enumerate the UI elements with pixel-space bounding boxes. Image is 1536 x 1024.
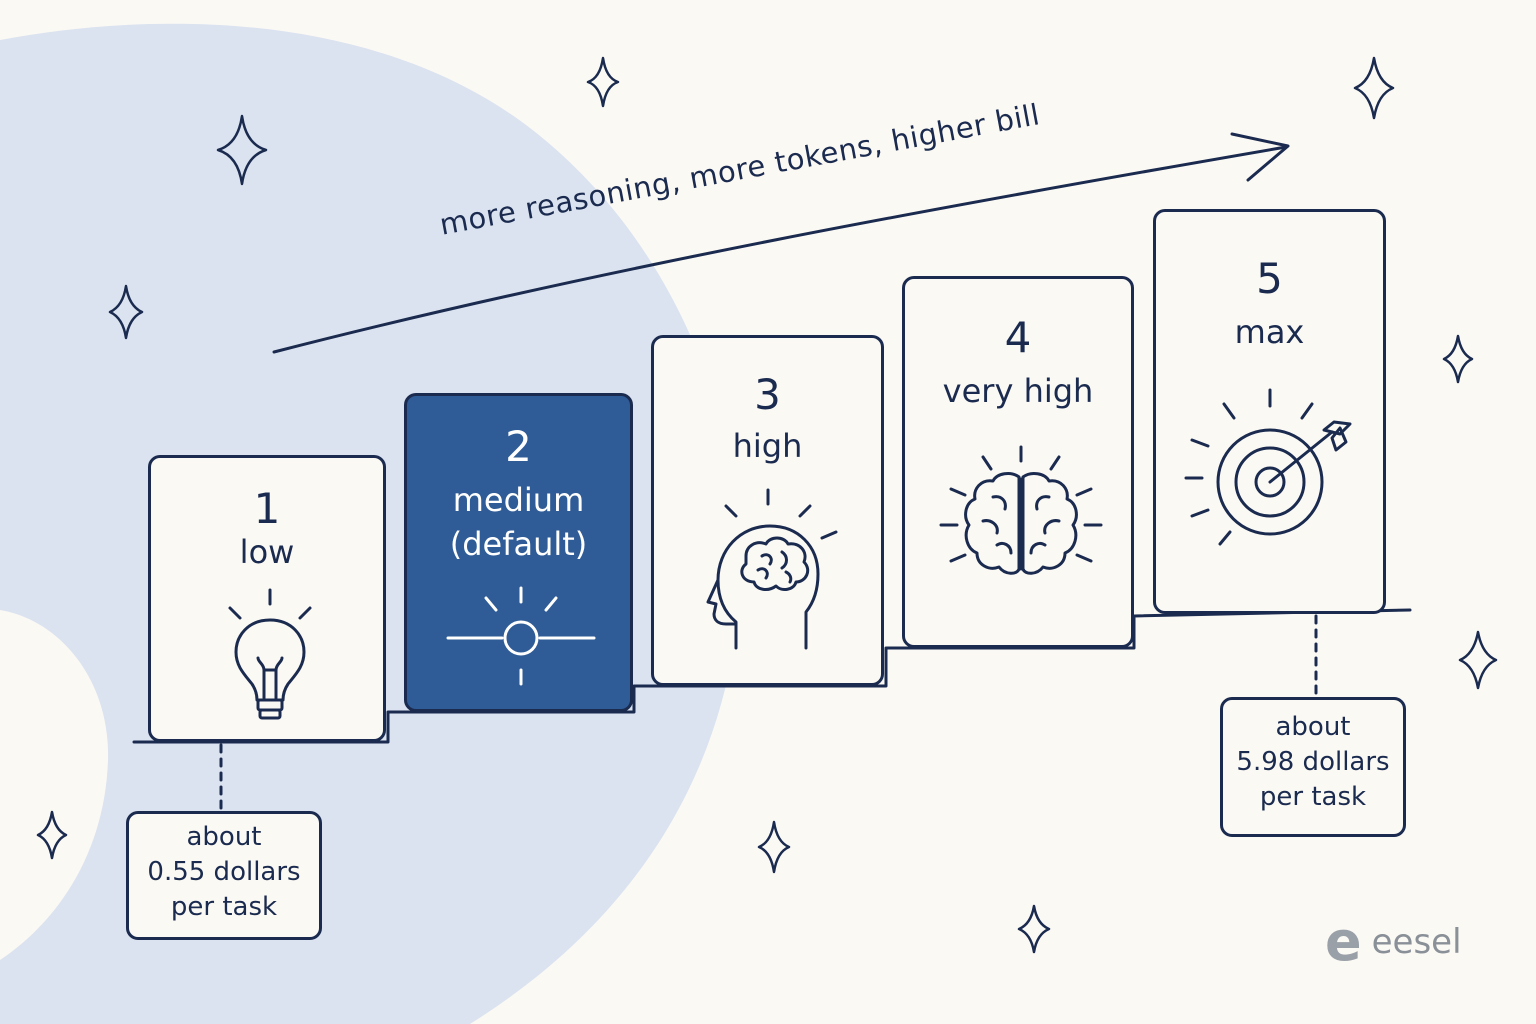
sparkle-icon	[1353, 56, 1395, 120]
target-icon	[1184, 388, 1352, 546]
sparkle-icon	[586, 56, 620, 108]
level-label: very high	[942, 372, 1094, 410]
sparkle-icon	[36, 810, 68, 860]
cost-value: 0.55 dollars	[147, 857, 301, 887]
level-number: 5	[1256, 254, 1283, 303]
sparkle-icon	[1442, 334, 1474, 384]
level-number: 3	[754, 370, 781, 419]
background-notch	[0, 610, 109, 960]
head-brain-icon	[706, 488, 838, 650]
effort-card-medium: 2 medium (default)	[404, 393, 633, 712]
level-label-default: (default)	[449, 525, 588, 563]
level-number: 4	[1004, 313, 1032, 362]
level-label: low	[239, 533, 295, 571]
cost-line: about	[1275, 712, 1351, 742]
sparkle-icon	[1017, 904, 1051, 954]
sparkle-icon	[216, 114, 268, 186]
brand-mark-icon: e	[1325, 910, 1362, 973]
effort-card-low: 1 low	[148, 455, 386, 742]
sparkles	[36, 56, 1498, 954]
level-label: medium	[452, 481, 585, 519]
sparkle-icon	[757, 820, 791, 874]
lightbulb-icon	[228, 588, 312, 720]
level-label: max	[1234, 313, 1305, 351]
level-number: 2	[505, 422, 532, 471]
brand-name: eesel	[1371, 922, 1462, 962]
trend-arrow	[272, 145, 1288, 354]
effort-card-max: 5 max	[1153, 209, 1386, 614]
sparkle-icon	[108, 284, 144, 340]
cost-box-max: about 5.98 dollars per task	[1220, 697, 1406, 837]
cost-box-low: about 0.55 dollars per task	[126, 811, 322, 940]
brand-logo: e eesel	[1325, 915, 1462, 969]
effort-card-very-high: 4 very high	[902, 276, 1134, 648]
cost-line: about	[186, 822, 262, 852]
level-number: 1	[253, 484, 281, 533]
brain-icon	[939, 445, 1103, 575]
step-baseline	[132, 608, 1412, 744]
cost-line: per task	[1259, 782, 1367, 812]
sun-icon	[446, 586, 596, 686]
level-label: high	[732, 427, 803, 465]
sparkle-icon	[1458, 630, 1498, 690]
effort-card-high: 3 high	[651, 335, 884, 686]
cost-value: 5.98 dollars	[1236, 747, 1390, 777]
trend-arrowhead	[1230, 132, 1290, 182]
cost-line: per task	[170, 892, 278, 922]
